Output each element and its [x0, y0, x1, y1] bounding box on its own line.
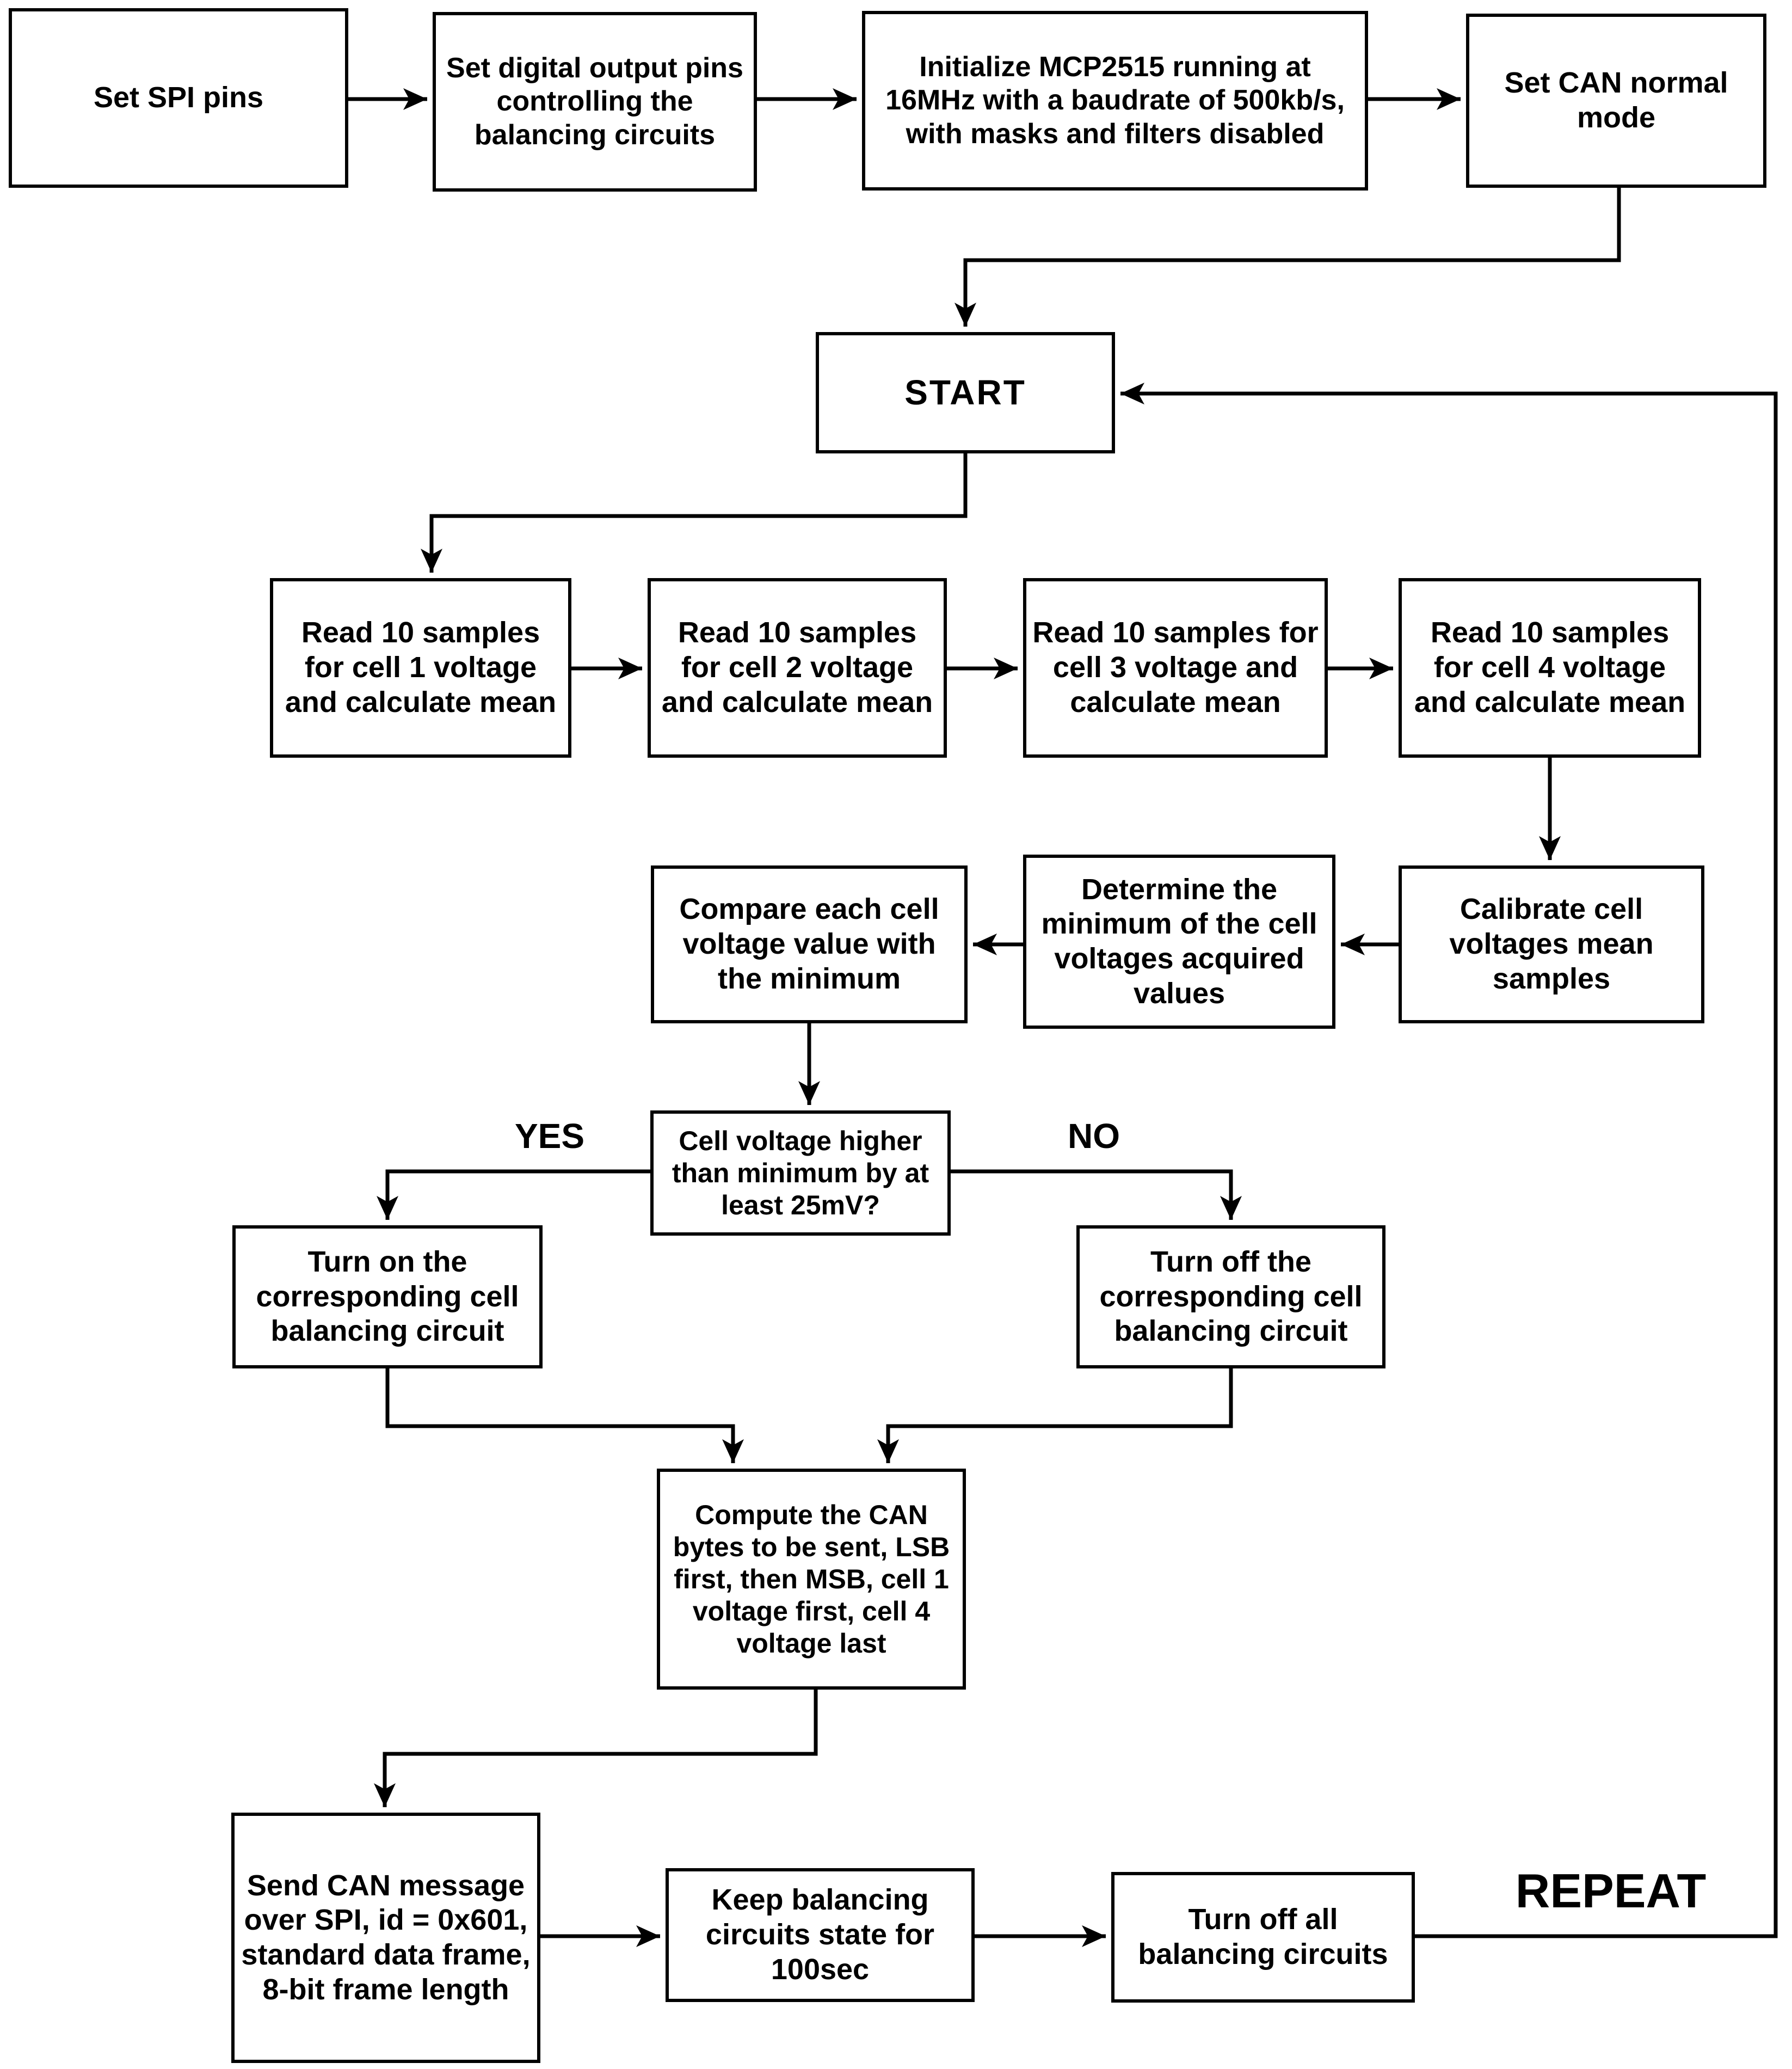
- node-label: Calibrate cell voltages mean samples: [1449, 893, 1654, 995]
- node-determine-minimum: Determine the minimum of the cell voltag…: [1023, 855, 1335, 1029]
- node-read-cell1-samples: Read 10 samples for cell 1 voltage and c…: [270, 578, 571, 758]
- node-label: Set SPI pins: [93, 81, 264, 114]
- node-label: Keep balancing circuits state for 100sec: [705, 1883, 935, 1986]
- edge-turnoff-compute: [877, 1368, 1233, 1463]
- node-turn-off-all-circuits: Turn off all balancing circuits: [1111, 1872, 1415, 2003]
- node-read-cell2-samples: Read 10 samples for cell 2 voltage and c…: [648, 578, 947, 758]
- node-label: Initialize MCP2515 running at 16MHz with…: [885, 51, 1345, 150]
- node-set-can-normal-mode: Set CAN normal mode: [1466, 14, 1766, 188]
- node-send-can-message: Send CAN message over SPI, id = 0x601, s…: [231, 1813, 540, 2063]
- node-read-cell3-samples: Read 10 samples for cell 3 voltage and c…: [1023, 578, 1328, 758]
- node-label: Set CAN normal mode: [1504, 66, 1728, 134]
- node-label: START: [904, 372, 1026, 412]
- node-decision-voltage-higher: Cell voltage higher than minimum by at l…: [650, 1110, 951, 1236]
- node-label: Send CAN message over SPI, id = 0x601, s…: [241, 1869, 531, 2006]
- node-label: Cell voltage higher than minimum by at l…: [672, 1125, 929, 1220]
- node-compute-can-bytes: Compute the CAN bytes to be sent, LSB fi…: [657, 1469, 966, 1690]
- node-label: Set digital output pins controlling the …: [446, 52, 743, 151]
- edge-compute-send: [374, 1690, 818, 1807]
- node-set-spi-pins: Set SPI pins: [9, 8, 348, 188]
- node-label: Compute the CAN bytes to be sent, LSB fi…: [673, 1499, 950, 1659]
- node-turn-off-balancing-circuit: Turn off the corresponding cell balancin…: [1076, 1225, 1385, 1368]
- edge-repeat-loop: [1120, 383, 1778, 1938]
- node-compare-with-minimum: Compare each cell voltage value with the…: [651, 865, 968, 1023]
- edge-decision-no-turnoff: [951, 1169, 1242, 1220]
- branch-label-no: NO: [1068, 1116, 1120, 1156]
- node-label: Read 10 samples for cell 4 voltage and c…: [1414, 616, 1686, 719]
- node-start: START: [816, 332, 1115, 453]
- node-label: Turn on the corresponding cell balancing…: [256, 1245, 519, 1348]
- node-label: Turn off the corresponding cell balancin…: [1099, 1245, 1363, 1348]
- node-init-mcp2515: Initialize MCP2515 running at 16MHz with…: [862, 11, 1368, 191]
- node-label: Read 10 samples for cell 2 voltage and c…: [661, 616, 933, 719]
- node-label: Read 10 samples for cell 3 voltage and c…: [1032, 616, 1319, 719]
- node-keep-balancing-state: Keep balancing circuits state for 100sec: [666, 1868, 975, 2002]
- node-label: Read 10 samples for cell 1 voltage and c…: [285, 616, 557, 719]
- node-read-cell4-samples: Read 10 samples for cell 4 voltage and c…: [1399, 578, 1701, 758]
- loop-label-repeat: REPEAT: [1515, 1864, 1707, 1918]
- node-turn-on-balancing-circuit: Turn on the corresponding cell balancing…: [232, 1225, 543, 1368]
- node-label: Turn off all balancing circuits: [1138, 1903, 1388, 1970]
- node-calibrate-voltages: Calibrate cell voltages mean samples: [1399, 865, 1704, 1023]
- edge-turnon-compute: [385, 1368, 744, 1463]
- edge-setcan-start: [954, 188, 1621, 327]
- edge-decision-yes-turnon: [377, 1169, 650, 1220]
- branch-label-yes: YES: [514, 1116, 585, 1156]
- node-set-digital-output: Set digital output pins controlling the …: [433, 12, 757, 192]
- edge-start-read1: [421, 453, 968, 573]
- node-label: Compare each cell voltage value with the…: [679, 893, 939, 995]
- node-label: Determine the minimum of the cell voltag…: [1041, 873, 1317, 1010]
